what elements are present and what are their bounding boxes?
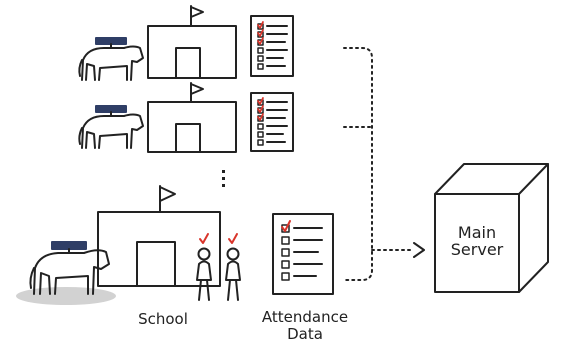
student-icon (225, 247, 241, 301)
arrow-icon (413, 242, 425, 258)
server-label-line2: Server (450, 240, 504, 259)
cow-icon (78, 45, 144, 81)
server-box-icon (434, 163, 549, 293)
attendance-label-line1: Attendance (261, 308, 349, 326)
ground-shadow (16, 287, 116, 305)
cow-icon (29, 249, 110, 295)
flag-icon (159, 185, 176, 213)
checkmark-icon (228, 233, 238, 244)
solar-panel-icon (95, 37, 127, 49)
flag-icon (190, 82, 204, 103)
school-building-icon (147, 101, 237, 153)
checklist-icon (272, 213, 334, 295)
student-icon (196, 247, 212, 301)
school-label: School (138, 310, 188, 328)
cow-icon (78, 113, 144, 149)
checklist-icon (250, 15, 294, 77)
flag-icon (190, 5, 204, 27)
checkmark-icon (199, 233, 209, 244)
ellipsis-dots-icon (222, 170, 225, 187)
server-label-line1: Main (457, 223, 497, 242)
checklist-icon (250, 92, 294, 152)
solar-panel-icon (51, 241, 87, 254)
school-building-icon (147, 25, 237, 79)
dashed-connector (343, 47, 415, 281)
solar-panel-icon (95, 105, 127, 117)
attendance-label-line2: Data (287, 325, 323, 343)
